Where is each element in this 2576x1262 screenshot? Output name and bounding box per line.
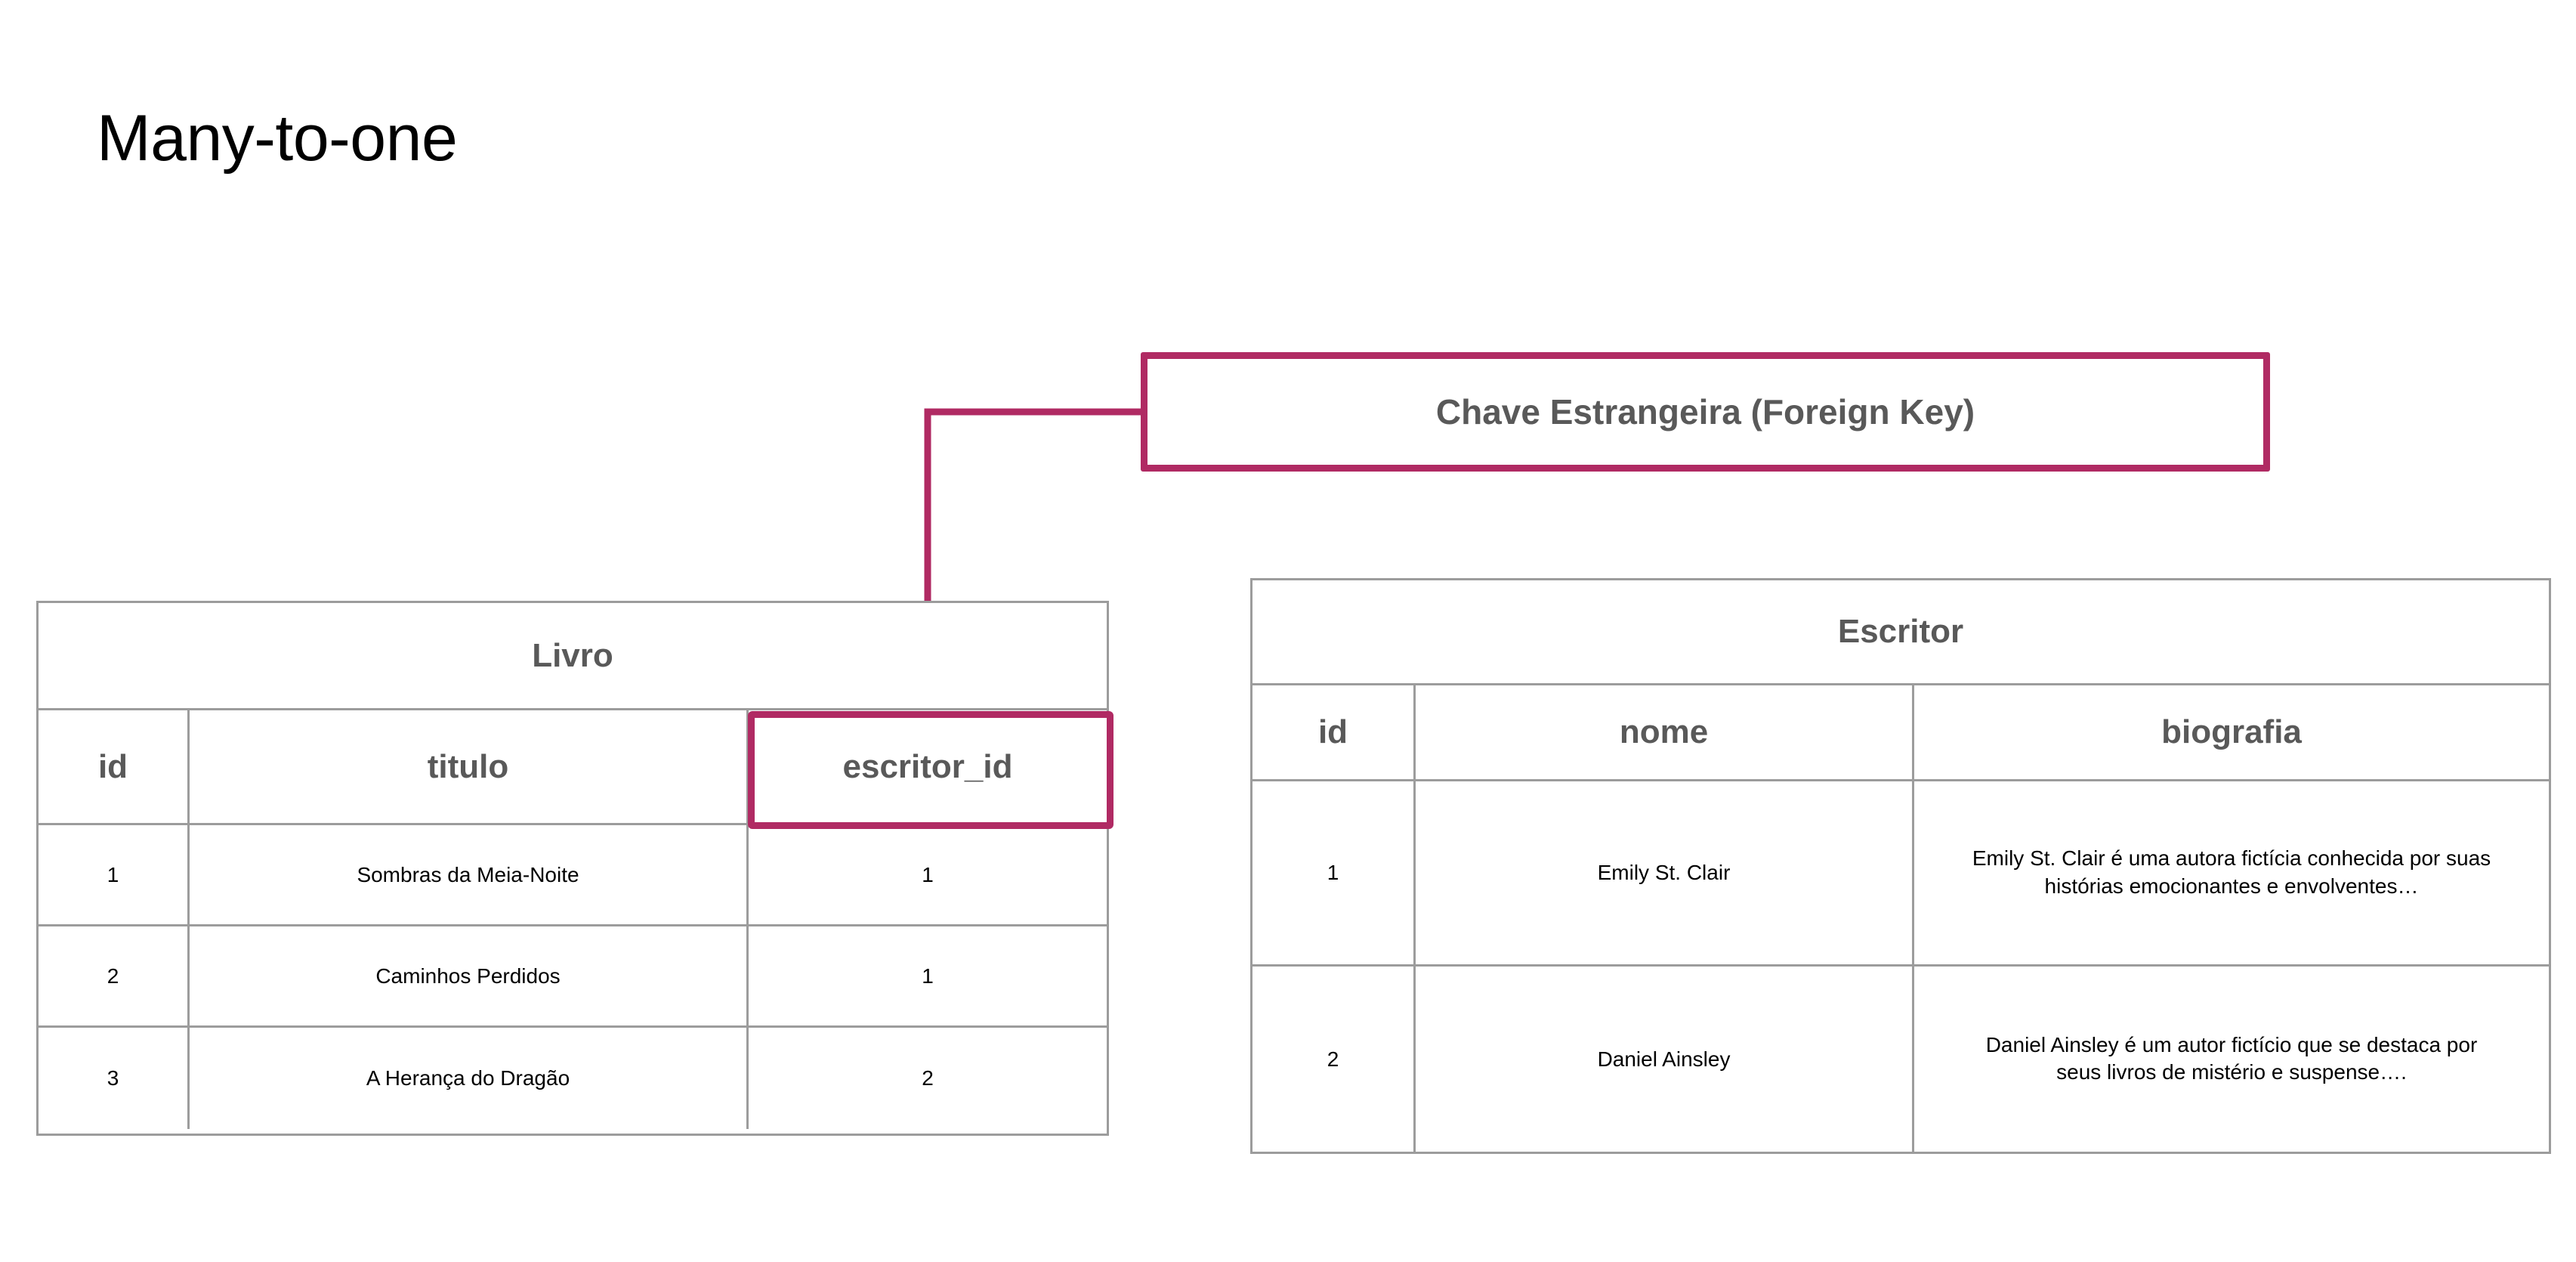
cell-livro-titulo: Caminhos Perdidos [190,926,749,1025]
table-escritor-header-row: id nome biografia [1252,685,2549,781]
table-livro-header-escritor-id: escritor_id [842,747,1013,785]
cell-escritor-biografia: Emily St. Clair é uma autora fictícia co… [1972,846,2491,898]
cell-livro-id: 1 [39,825,190,924]
table-escritor: Escritor id nome biografia 1 Emily St. C… [1250,578,2551,1154]
cell-livro-escritor-id: 2 [922,1066,934,1090]
table-escritor-header-nome: nome [1416,685,1914,779]
table-livro-header-id: id [39,710,190,823]
foreign-key-callout: Chave Estrangeira (Foreign Key) [1141,352,2270,472]
cell-livro-titulo: Sombras da Meia-Noite [190,825,749,924]
table-row: 2 Daniel Ainsley Daniel Ainsley é um aut… [1252,966,2549,1152]
table-livro: Livro id titulo escritor_id 1 Sombras da… [36,601,1109,1136]
table-row: 1 Sombras da Meia-Noite 1 [39,825,1107,926]
table-escritor-title: Escritor [1837,612,1964,650]
cell-livro-escritor-id: 1 [922,964,934,988]
cell-escritor-id: 1 [1252,781,1416,964]
table-escritor-title-row: Escritor [1252,580,2549,685]
table-livro-header-titulo: titulo [190,710,749,823]
table-livro-title-row: Livro [39,603,1107,710]
table-escritor-header-biografia: biografia [2161,713,2302,750]
table-escritor-header-id: id [1252,685,1416,779]
cell-livro-id: 2 [39,926,190,1025]
foreign-key-callout-label: Chave Estrangeira (Foreign Key) [1435,392,1975,431]
cell-escritor-nome: Emily St. Clair [1416,781,1914,964]
table-livro-header-row: id titulo escritor_id [39,710,1107,825]
table-row: 2 Caminhos Perdidos 1 [39,926,1107,1028]
cell-livro-id: 3 [39,1028,190,1129]
page-title: Many-to-one [97,102,458,175]
cell-livro-titulo: A Herança do Dragão [190,1028,749,1129]
cell-livro-escritor-id: 1 [922,862,934,886]
cell-escritor-nome: Daniel Ainsley [1416,966,1914,1152]
table-row: 3 A Herança do Dragão 2 [39,1028,1107,1129]
table-row: 1 Emily St. Clair Emily St. Clair é uma … [1252,781,2549,967]
cell-escritor-biografia: Daniel Ainsley é um autor fictício que s… [1985,1032,2478,1084]
table-livro-title: Livro [532,636,613,674]
cell-escritor-id: 2 [1252,966,1416,1152]
